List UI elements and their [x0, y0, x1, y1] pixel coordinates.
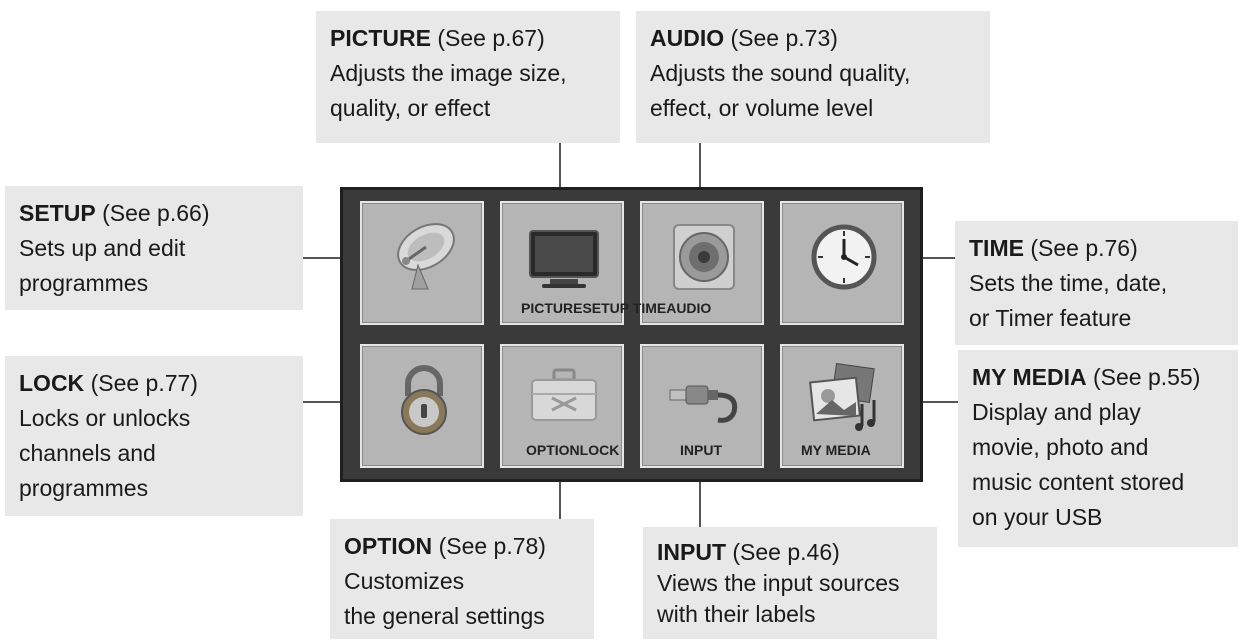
callout-setup: SETUP (See p.66) Sets up and edit progra… — [5, 186, 303, 310]
menu-option-lock-label: OPTIONLOCK — [526, 442, 620, 458]
callout-line: effect, or volume level — [650, 95, 874, 121]
callout-line: Views the input sources — [657, 570, 900, 596]
media-photos-music-icon — [809, 362, 876, 431]
av-cable-icon — [669, 385, 738, 423]
callout-line: channels and — [19, 440, 156, 466]
clock-icon — [811, 224, 877, 290]
menu-input-label: INPUT — [680, 442, 722, 458]
callout-my-media: MY MEDIA (See p.55) Display and play mov… — [958, 350, 1238, 547]
toolbox-icon — [531, 368, 597, 421]
callout-line: Locks or unlocks — [19, 405, 191, 431]
tv-main-menu: PICTURESETUP TIMEAUDIO — [340, 187, 923, 482]
tv-monitor-icon — [529, 230, 599, 288]
callout-line: Display and play — [972, 399, 1141, 425]
menu-tile-setup[interactable] — [360, 201, 484, 325]
callout-picture: PICTURE (See p.67) Adjusts the image siz… — [316, 11, 620, 143]
callout-line: Customizes — [344, 568, 465, 594]
callout-time: TIME (See p.76) Sets the time, date, or … — [955, 221, 1238, 345]
menu-my-media-label: MY MEDIA — [801, 442, 871, 458]
callout-line: on your USB — [972, 504, 1103, 530]
callout-title: MY MEDIA — [972, 364, 1087, 390]
callout-title: PICTURE — [330, 25, 431, 51]
callout-lock: LOCK (See p.77) Locks or unlocks channel… — [5, 356, 303, 516]
callout-line: the general settings — [344, 603, 545, 629]
callout-line: or Timer feature — [969, 305, 1132, 331]
callout-line: programmes — [19, 270, 149, 296]
callout-title: LOCK — [19, 370, 85, 396]
callout-ref: (See p.76) — [1030, 235, 1138, 261]
callout-line: music content stored — [972, 469, 1185, 495]
padlock-icon — [401, 365, 447, 435]
callout-line: with their labels — [657, 601, 816, 627]
callout-input: INPUT (See p.46) Views the input sources… — [643, 527, 937, 639]
callout-ref: (See p.67) — [437, 25, 545, 51]
menu-tile-time[interactable] — [780, 201, 904, 325]
callout-option: OPTION (See p.78) Customizes the general… — [330, 519, 594, 639]
callout-audio: AUDIO (See p.73) Adjusts the sound quali… — [636, 11, 990, 143]
callout-title: SETUP — [19, 200, 96, 226]
callout-line: Sets the time, date, — [969, 270, 1168, 296]
callout-line: Sets up and edit — [19, 235, 186, 261]
callout-title: INPUT — [657, 539, 726, 565]
menu-tile-lock[interactable] — [360, 344, 484, 468]
callout-ref: (See p.77) — [90, 370, 198, 396]
callout-line: quality, or effect — [330, 95, 491, 121]
callout-ref: (See p.78) — [438, 533, 546, 559]
menu-tile-audio[interactable] — [640, 201, 764, 325]
callout-line: programmes — [19, 475, 149, 501]
callout-title: OPTION — [344, 533, 433, 559]
menu-top-row-label: PICTURESETUP TIMEAUDIO — [521, 300, 712, 316]
menu-tile-input[interactable] — [640, 344, 764, 468]
callout-title: AUDIO — [650, 25, 725, 51]
callout-ref: (See p.46) — [732, 539, 840, 565]
satellite-dish-icon — [397, 223, 455, 290]
callout-ref: (See p.55) — [1092, 364, 1201, 390]
menu-tile-my-media[interactable] — [780, 344, 904, 468]
menu-tile-option[interactable] — [500, 344, 624, 468]
callout-ref: (See p.73) — [730, 25, 838, 51]
callout-line: Adjusts the image size, — [330, 60, 567, 86]
callout-line: Adjusts the sound quality, — [650, 60, 911, 86]
callout-line: movie, photo and — [972, 434, 1149, 460]
callout-title: TIME — [969, 235, 1024, 261]
callout-ref: (See p.66) — [102, 200, 210, 226]
speaker-icon — [673, 224, 735, 290]
menu-tile-picture[interactable] — [500, 201, 624, 325]
